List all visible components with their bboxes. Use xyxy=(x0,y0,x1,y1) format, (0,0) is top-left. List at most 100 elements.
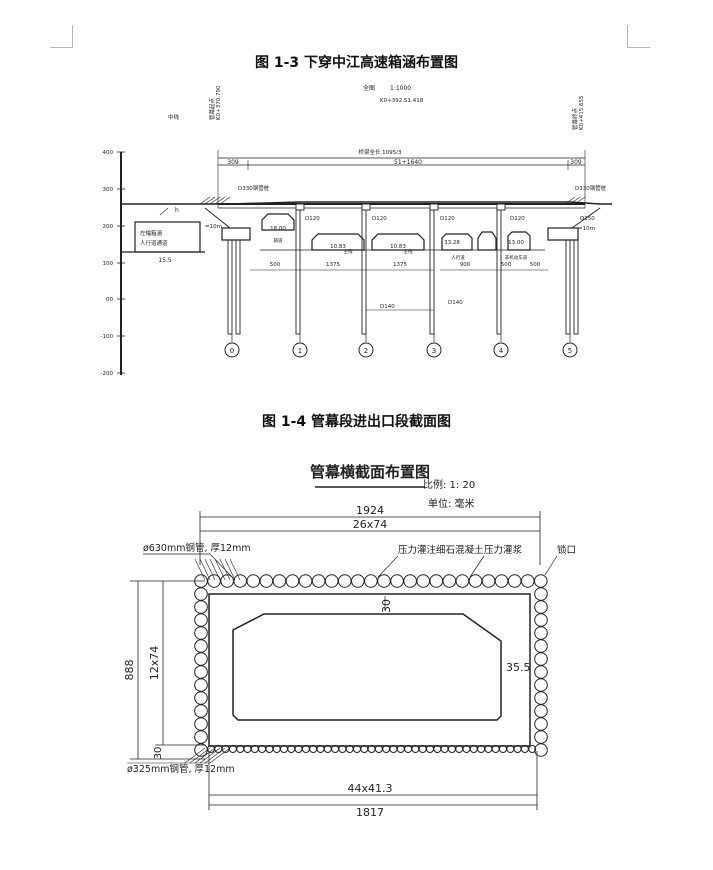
large-steel-pipe xyxy=(194,691,208,705)
right-station: K0+415.655 xyxy=(579,95,585,130)
pier-marker-2 xyxy=(358,342,374,358)
large-steel-pipe xyxy=(507,574,522,588)
large-steel-pipe xyxy=(468,574,483,588)
small-steel-pipe xyxy=(528,745,537,753)
pier-number-0: 0 xyxy=(230,347,234,355)
large-steel-pipe xyxy=(442,574,457,588)
large-steel-pipe xyxy=(520,574,535,588)
large-steel-pipe xyxy=(534,704,548,718)
pier-marker-4 xyxy=(493,342,509,358)
large-steel-pipe xyxy=(390,574,404,588)
box-name-3: 人行道 xyxy=(451,254,465,261)
dim-top-count: 26x74 xyxy=(353,518,388,531)
large-steel-pipe xyxy=(429,574,444,588)
pier-number-2: 2 xyxy=(364,347,368,355)
pile-3 xyxy=(429,207,435,335)
pipe-roof-inner-frame xyxy=(208,593,531,747)
overall-length: 桥梁全长 1095/3 xyxy=(358,148,402,156)
large-steel-pipe xyxy=(194,639,208,653)
right-mark-text: 管幕终点 xyxy=(571,107,579,130)
dim-right: 35.5 xyxy=(506,661,531,674)
elevation-tick-0: 400 xyxy=(103,150,114,156)
pile-2 xyxy=(361,207,367,335)
elevation-tick-4: 00 xyxy=(106,297,113,303)
pile-0 xyxy=(227,239,233,335)
large-steel-pipe xyxy=(311,574,326,588)
pier-number-1: 1 xyxy=(298,347,302,355)
large-steel-pipe xyxy=(534,574,548,588)
span-dim-0: 500 xyxy=(270,262,281,268)
culvert-box-5 xyxy=(477,231,497,251)
page-corner-mark-top-left xyxy=(50,25,73,48)
large-steel-pipe xyxy=(534,665,548,679)
large-steel-pipe xyxy=(534,717,548,731)
large-steel-pipe xyxy=(534,600,548,614)
left-pile-label: D330钢管桩 xyxy=(238,184,270,192)
elevation-tick-1: 300 xyxy=(103,187,114,193)
large-steel-pipe xyxy=(194,600,208,614)
label-grout: 压力灌浆 xyxy=(484,544,523,556)
box-name-2: 主线 xyxy=(404,248,413,255)
pier-number-4: 4 xyxy=(499,347,504,355)
section-scale: 比例: 1: 20 xyxy=(423,478,475,491)
large-steel-pipe xyxy=(481,574,496,588)
box-label-0: 18.00 xyxy=(270,226,286,232)
label-concrete: 压力灌注细石混凝土 xyxy=(398,544,484,556)
lower-dim-1: D140 xyxy=(448,300,463,306)
elevation-tick-2: 200 xyxy=(103,224,114,230)
label-big-pipe: ø630mm钢管, 厚12mm xyxy=(143,542,251,554)
large-steel-pipe xyxy=(377,574,391,588)
pipe-roof-section-drawing: 管幕横截面布置图 比例: 1: 20 单位: 毫米 1924 26x74 ø63… xyxy=(123,463,576,819)
elevation-tick-6: -200 xyxy=(101,371,114,377)
figure-2-caption: 图 1-4 管幕段进出口段截面图 xyxy=(261,414,452,430)
dim-height-count: 12x74 xyxy=(148,646,161,681)
elevation-tick-3: 100 xyxy=(103,261,114,267)
large-steel-pipe xyxy=(194,626,208,640)
box-culvert-outline xyxy=(232,613,502,721)
large-steel-pipe xyxy=(272,574,287,588)
right-side-dim: =10m xyxy=(578,226,595,232)
dim-bottom-gap: 30 xyxy=(153,747,164,760)
span-dim-5: 500 xyxy=(530,262,541,268)
scale-label: 全图 xyxy=(363,84,375,92)
label-small-pipe: ø325mm钢管, 厚12mm xyxy=(127,763,235,775)
large-steel-pipe xyxy=(285,574,300,588)
left-side-dim: =10m xyxy=(205,224,222,230)
span-dim-4: 500 xyxy=(501,262,512,268)
box-name-0: 辅道 xyxy=(274,237,283,244)
large-steel-pipe xyxy=(220,574,234,588)
label-lock: 锁口 xyxy=(557,544,576,556)
box-label-2: 10.83 xyxy=(390,244,406,250)
pile-dim-1: D120 xyxy=(372,216,387,222)
pile-dim-4: D150 xyxy=(580,216,595,222)
large-steel-pipe xyxy=(298,574,313,588)
large-steel-pipe xyxy=(416,574,430,588)
large-steel-pipe xyxy=(534,652,548,666)
center-dim-text: K0+392.51.418 xyxy=(380,98,424,104)
dim-height-total: 888 xyxy=(123,660,136,681)
pier-marker-1 xyxy=(292,342,308,358)
large-steel-pipe xyxy=(534,678,548,692)
box-label-1: 10.83 xyxy=(330,244,346,250)
large-steel-pipe xyxy=(455,574,470,588)
large-steel-pipe xyxy=(194,704,208,718)
large-steel-pipe xyxy=(194,678,208,692)
large-steel-pipe xyxy=(534,626,548,640)
right-pile-label: D330钢管桩 xyxy=(575,184,607,192)
pier-marker-5 xyxy=(562,342,578,358)
large-steel-pipe xyxy=(194,613,208,627)
left-box-width: 15.5 xyxy=(158,257,172,264)
left-mark-text: 管幕起点 xyxy=(208,97,216,120)
span-dim-2: 1375 xyxy=(393,262,407,268)
large-steel-pipe xyxy=(194,730,208,744)
large-steel-pipe xyxy=(194,652,208,666)
top-dim-left: 309 xyxy=(227,159,239,166)
height-label: h xyxy=(175,207,179,214)
large-steel-pipe xyxy=(403,574,417,588)
box-name-1: 主线 xyxy=(344,248,353,255)
pile-1 xyxy=(295,207,301,335)
large-steel-pipe xyxy=(207,574,221,588)
large-steel-pipe xyxy=(194,665,208,679)
large-steel-pipe xyxy=(351,574,365,588)
